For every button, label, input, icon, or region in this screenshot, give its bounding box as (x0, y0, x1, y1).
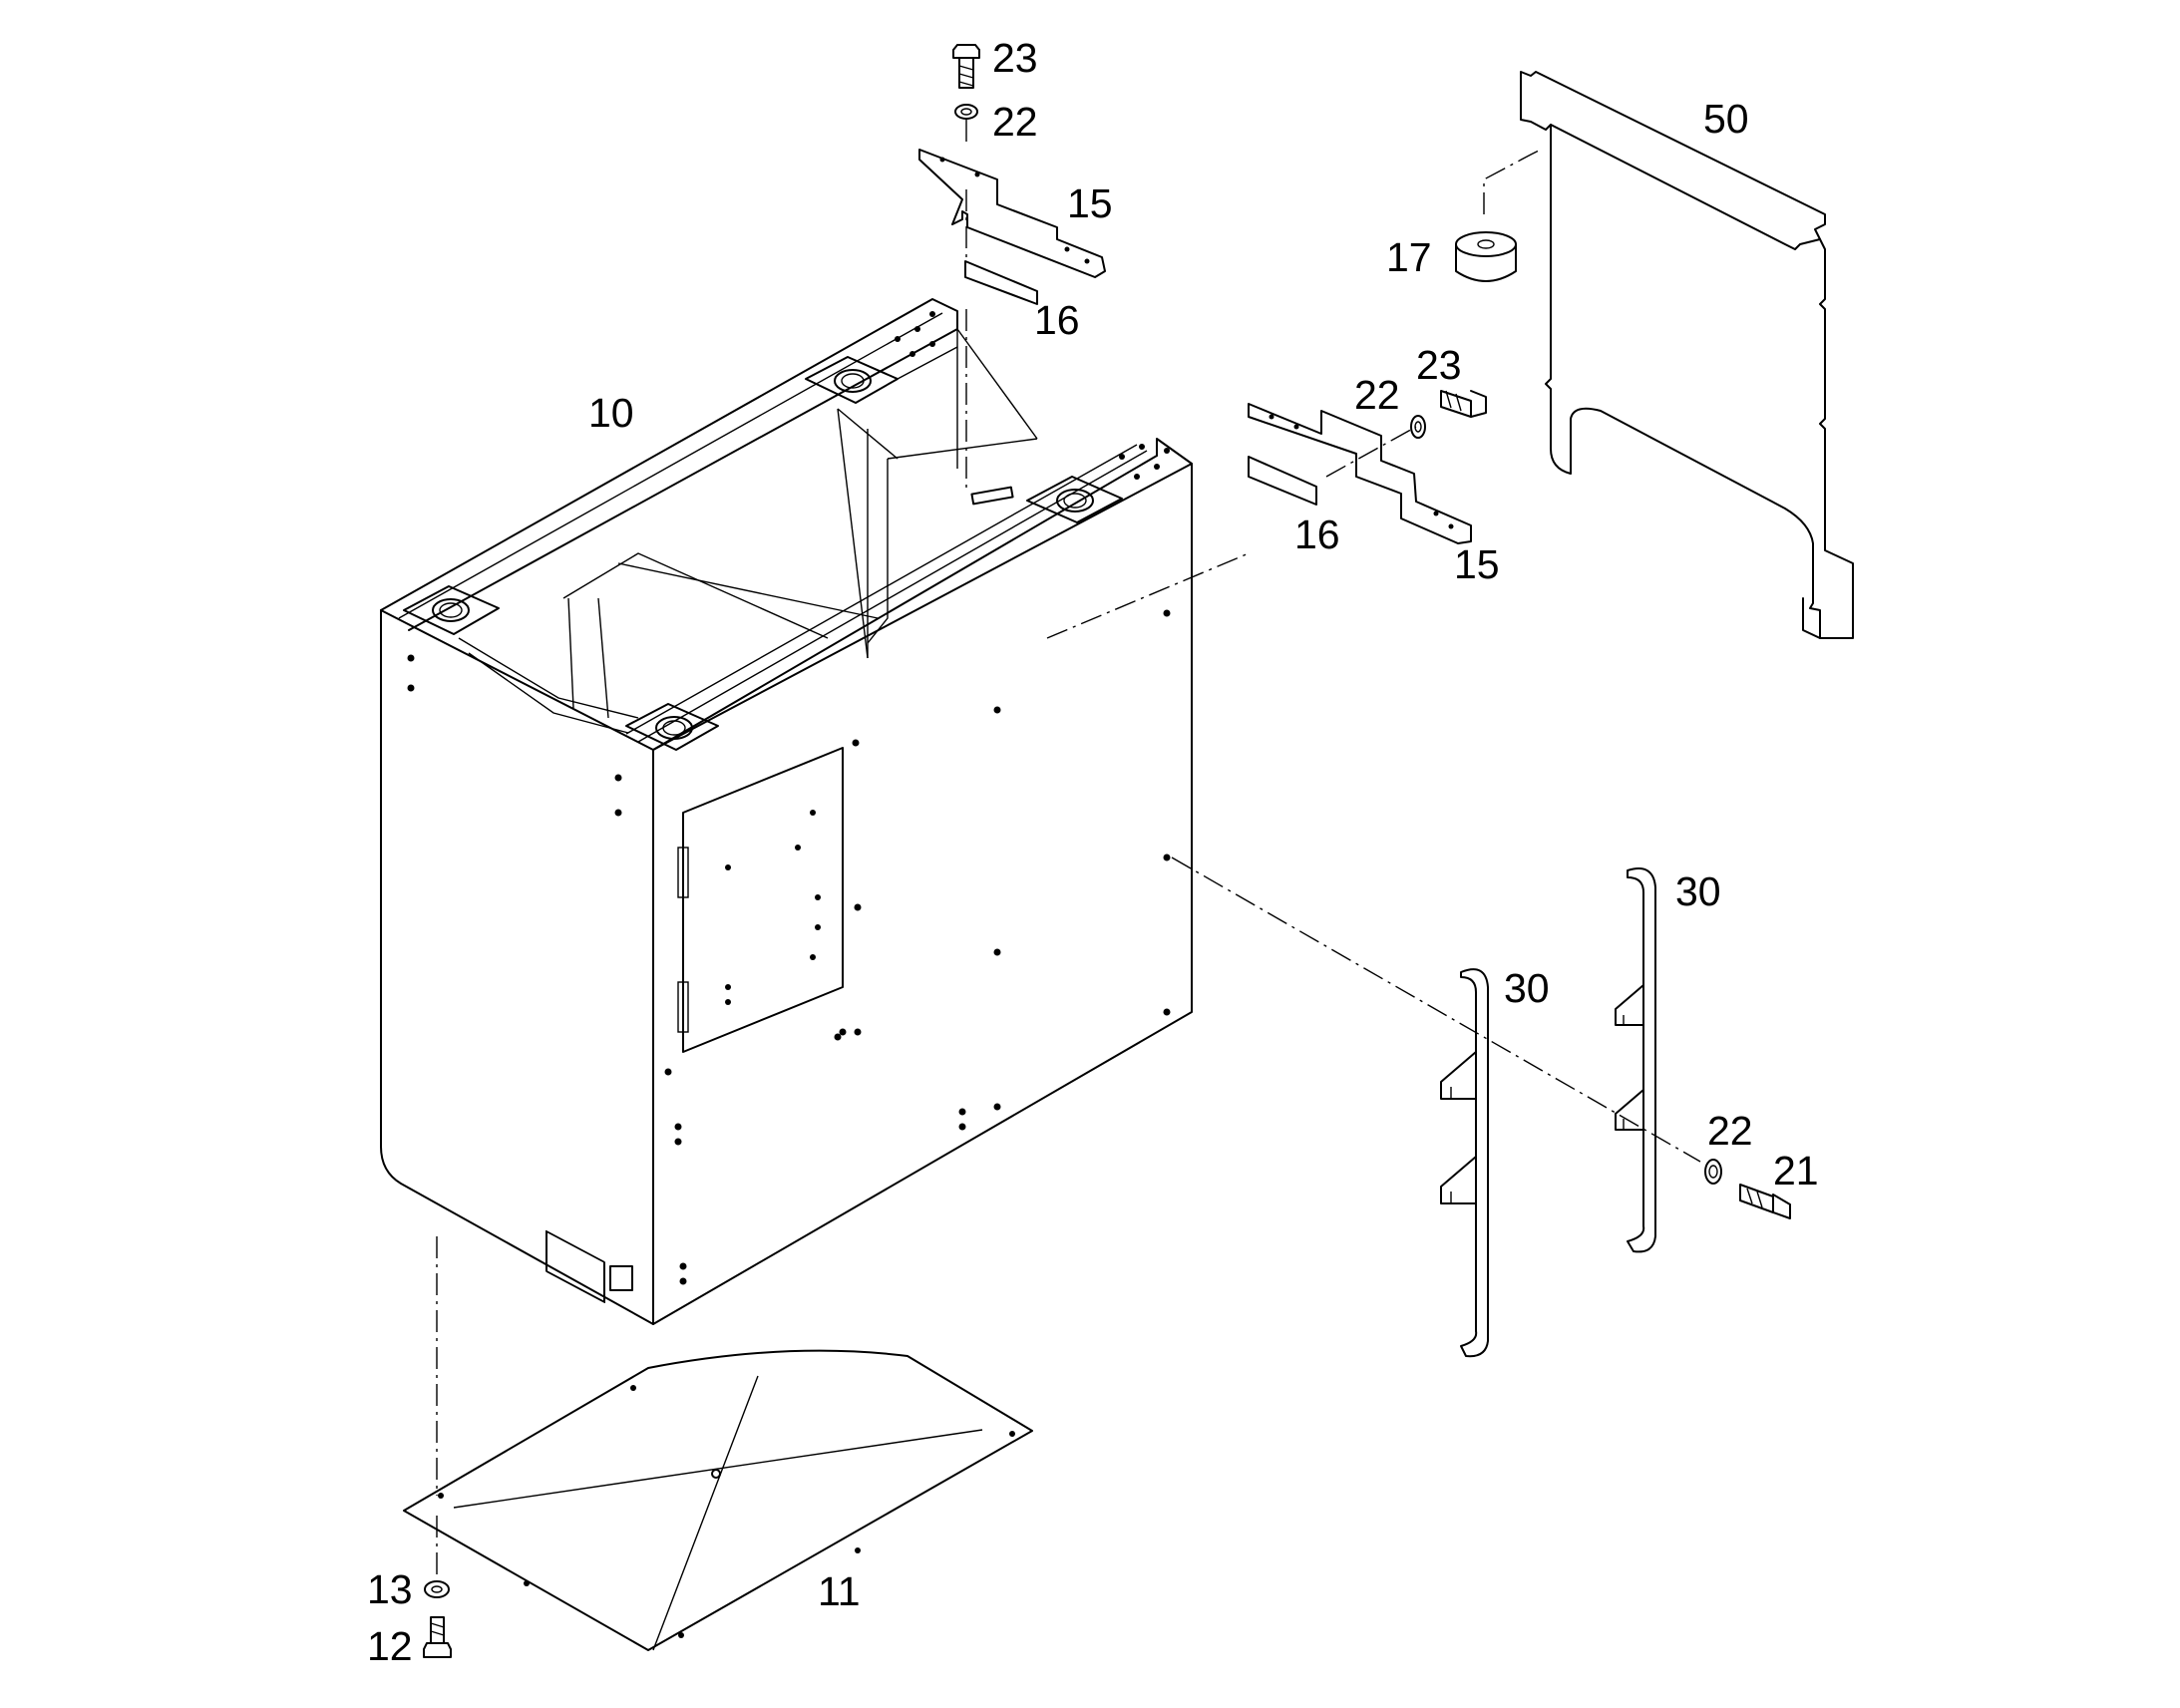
corner-mount-rear-right (1026, 444, 1170, 523)
side-holes (407, 609, 1171, 1285)
washer-bottom (424, 1580, 450, 1598)
callout-50: 50 (1703, 96, 1749, 142)
callout-16-top: 16 (1034, 297, 1080, 343)
bolt-bottom (423, 1616, 452, 1658)
callout-23-top: 23 (992, 35, 1038, 81)
rubber-mount (1455, 231, 1517, 282)
bolt-top (952, 44, 980, 89)
callout-30-left: 30 (1504, 965, 1550, 1011)
callout-17: 17 (1386, 234, 1432, 280)
callout-30-right: 30 (1675, 868, 1721, 914)
bracket-right (1248, 403, 1472, 544)
callout-11: 11 (818, 1568, 861, 1614)
callout-15-right: 15 (1454, 541, 1500, 587)
callout-12: 12 (367, 1623, 413, 1669)
callout-15-top: 15 (1067, 180, 1113, 226)
washer-side (1704, 1159, 1722, 1185)
callouts: 10 11 12 13 15 15 16 16 17 21 22 22 22 2… (367, 35, 1819, 1669)
cabinet-frame (380, 298, 1193, 1325)
access-panel (677, 747, 844, 1053)
shim-top (964, 260, 1038, 305)
rear-panel (1520, 71, 1854, 639)
corner-mount-front-left (403, 585, 500, 635)
corner-mount-rear-left (805, 311, 958, 404)
callout-22-right: 22 (1354, 372, 1400, 418)
corner-mount-front-right (625, 703, 719, 751)
callout-10: 10 (588, 390, 634, 436)
bolt-right (1440, 390, 1487, 418)
callout-21: 21 (1773, 1148, 1819, 1194)
callout-16-right: 16 (1294, 512, 1340, 557)
bolt-side (1739, 1184, 1791, 1219)
callout-13: 13 (367, 1566, 413, 1612)
callout-22-top: 22 (992, 99, 1038, 145)
callout-22-side: 22 (1707, 1108, 1753, 1154)
shim-right (1248, 456, 1317, 506)
bottom-plate (403, 1349, 1033, 1651)
callout-23-right: 23 (1416, 342, 1462, 388)
leader-lines (436, 120, 1701, 1580)
handle-right (1615, 867, 1656, 1253)
washer-top (954, 104, 978, 120)
bracket-top (918, 149, 1106, 278)
handle-left (1440, 968, 1489, 1358)
washer-right (1410, 415, 1426, 439)
